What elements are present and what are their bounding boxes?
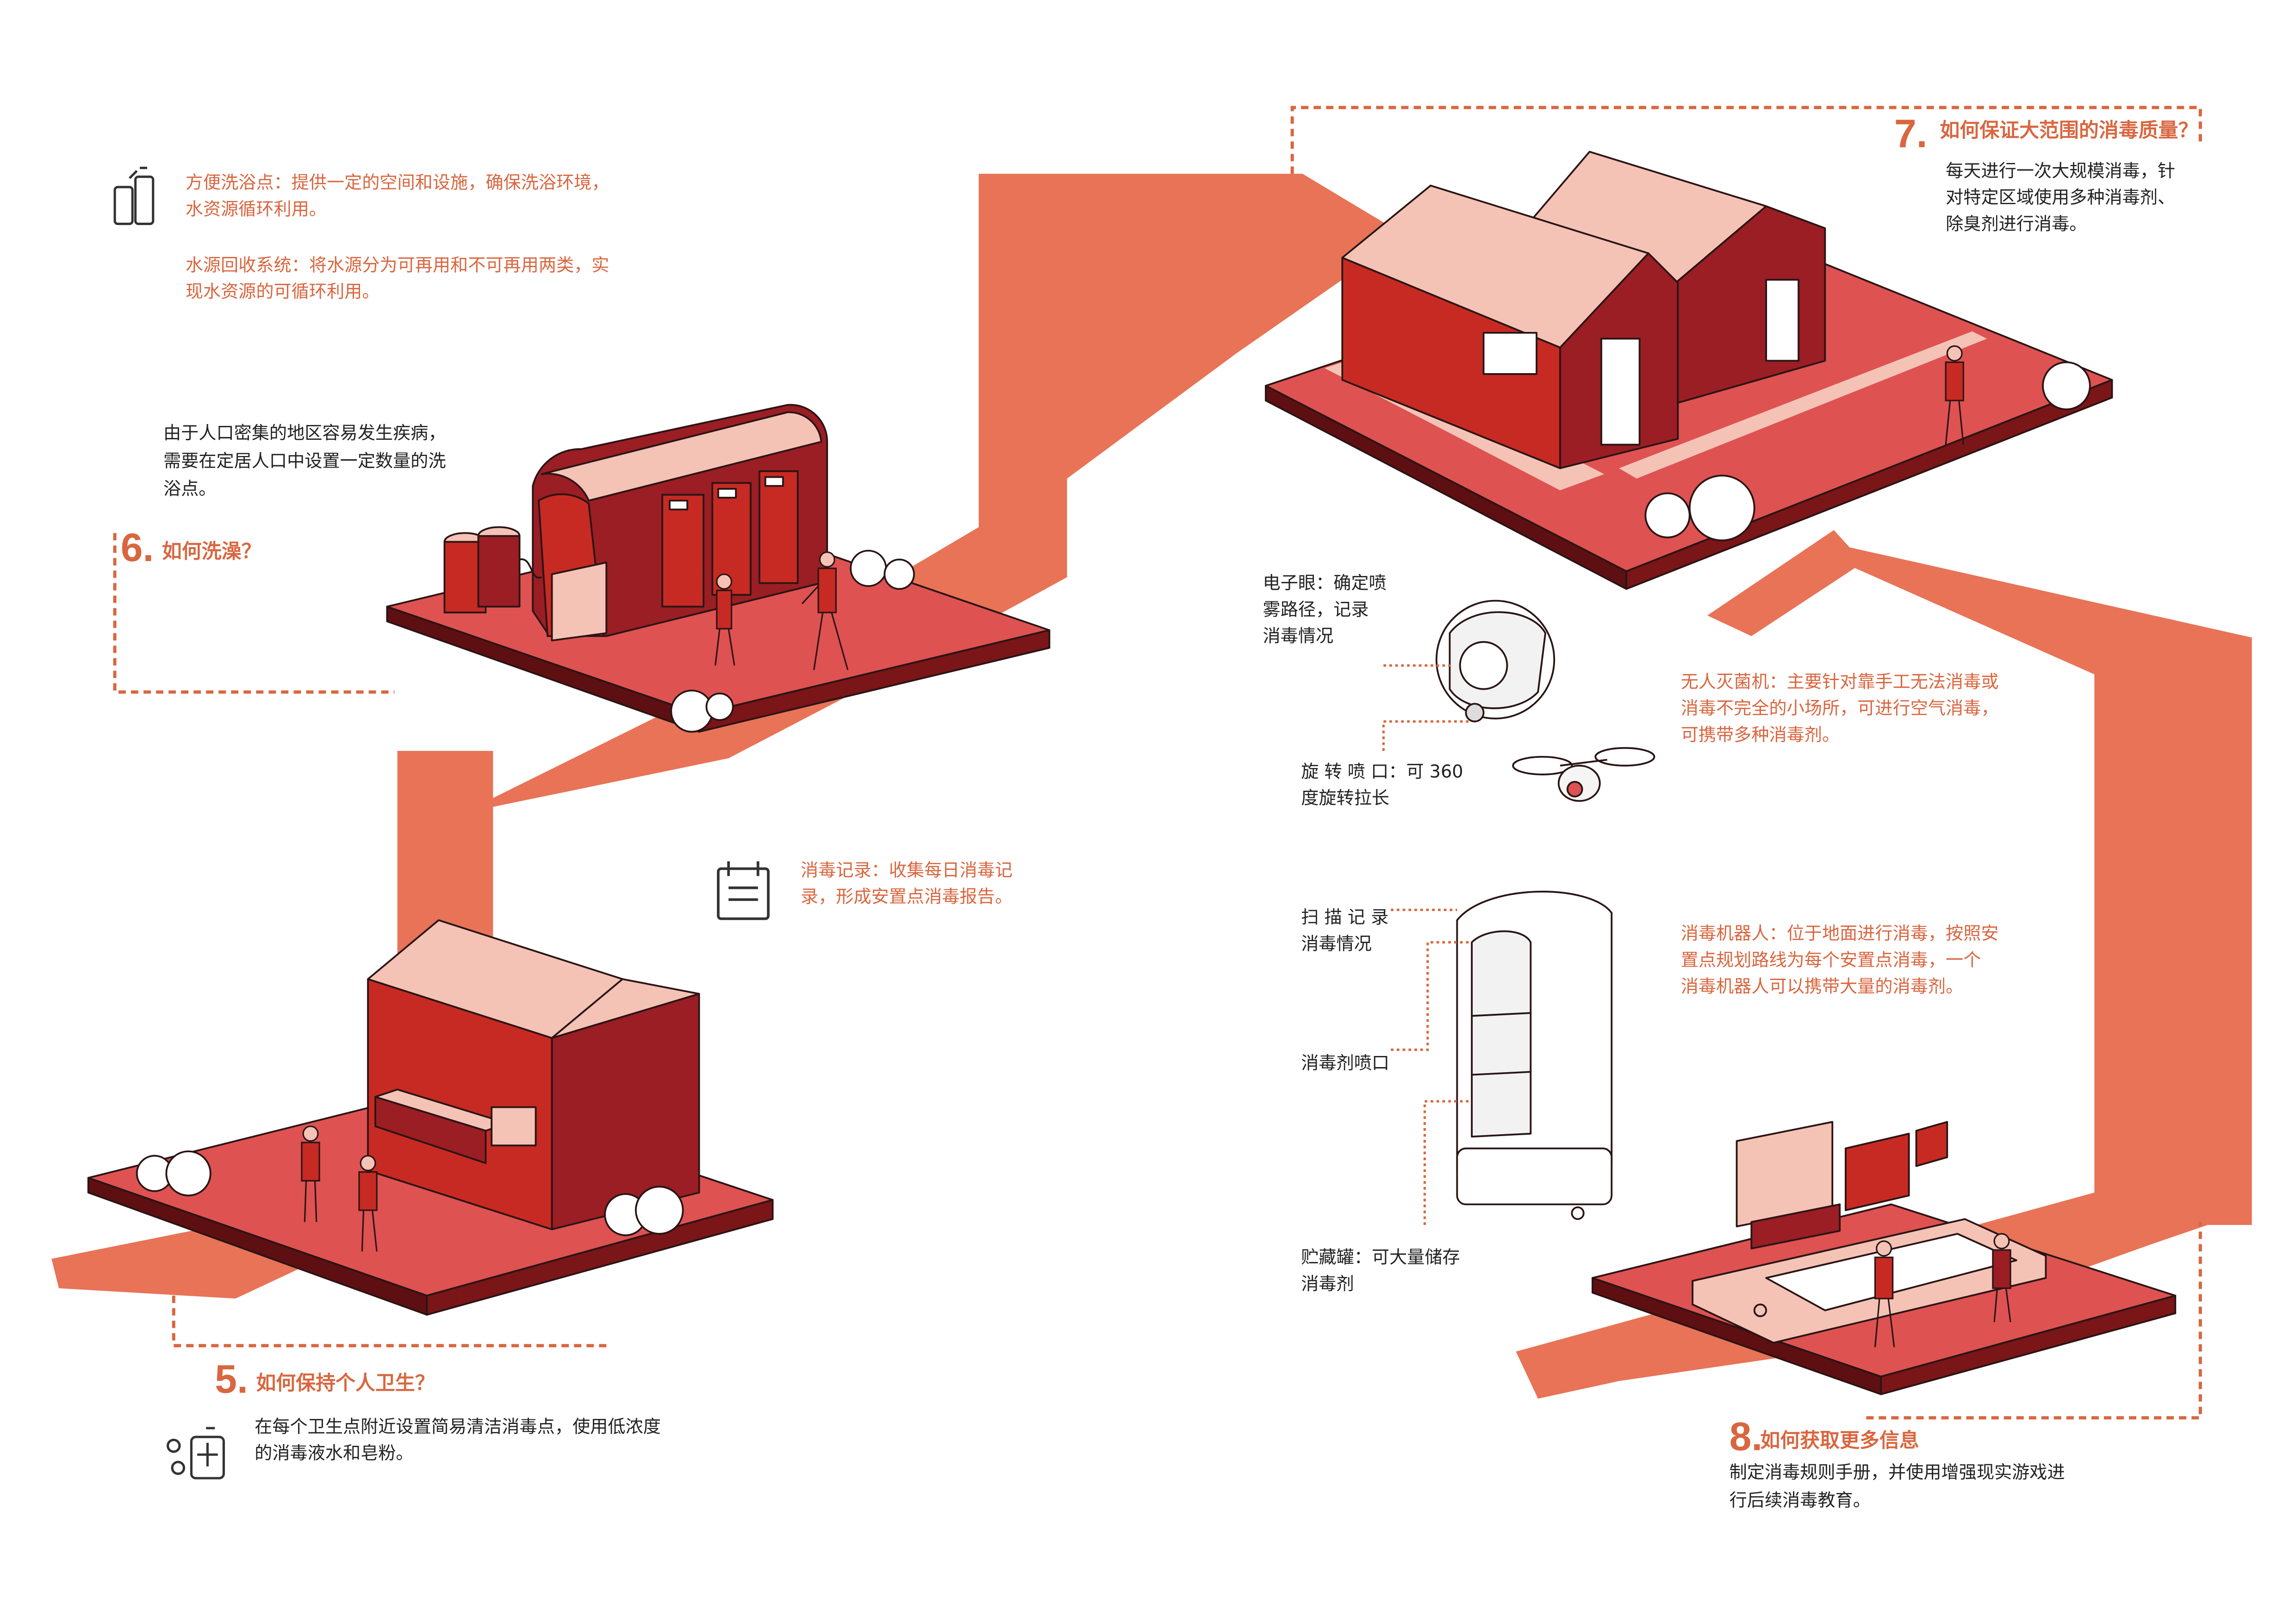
s7-desc-line: 对特定区域使用多种消毒剂、 (1946, 187, 2175, 207)
s7-desc-line: 每天进行一次大规模消毒，针 (1946, 161, 2175, 181)
section-5: 5. 如何保持个人卫生？ 在每个卫生点附近设置简易清洁消毒点，使用低浓度 的消毒… (215, 1357, 660, 1463)
s6-title: 如何洗澡？ (162, 540, 261, 563)
bath-station-scene (386, 404, 1051, 733)
water-recycle-note: 水源回收系统：将水源分为可再用和不可再用两类，实 (186, 255, 610, 275)
bath-icon (113, 167, 155, 225)
drone-desc-line: 消毒不完全的小场所，可进行空气消毒， (1681, 698, 1999, 718)
robot-desc-line: 消毒机器人：位于地面进行消毒，按照安 (1681, 923, 1999, 943)
section-7: 7. 如何保证大范围的消毒质量？ 每天进行一次大规模消毒，针 对特定区域使用多种… (1894, 112, 2198, 234)
s7-desc-line: 除臭剂进行消毒。 (1946, 213, 2087, 234)
scan-label: 扫 描 记 录 (1301, 907, 1388, 927)
water-recycle-note: 现水资源的可循环利用。 (186, 281, 380, 302)
s8-desc-line: 行后续消毒教育。 (1730, 1490, 1871, 1510)
robot-desc-line: 置点规划路线为每个安置点消毒，一个 (1681, 949, 1981, 970)
s6-number: 6. (121, 525, 154, 570)
ar-education-scene (1591, 1121, 2177, 1395)
spray-label: 消毒剂喷口 (1301, 1053, 1389, 1073)
houses-scene (1265, 150, 2113, 590)
s5-number: 5. (215, 1357, 248, 1402)
scan-label: 消毒情况 (1301, 933, 1372, 954)
s5-title: 如何保持个人卫生？ (256, 1372, 435, 1395)
robot-illustration (1391, 891, 1613, 1225)
s8-desc-line: 制定消毒规则手册，并使用增强现实游戏进 (1730, 1462, 2065, 1482)
eye-label: 消毒情况 (1263, 626, 1334, 646)
drone-notes: 电子眼：确定喷 雾路径，记录 消毒情况 旋 转 喷 口：可 360 度旋转拉长 … (1263, 573, 1999, 808)
dashed-frames (113, 106, 2202, 1420)
hand-sanitizer-icon (166, 1427, 225, 1480)
robot-notes: 扫 描 记 录 消毒情况 消毒剂喷口 贮藏罐：可大量储存 消毒剂 消毒机器人：位… (1301, 907, 1998, 1294)
record-desc-line: 消毒记录：收集每日消毒记 (801, 860, 1013, 880)
calendar-icon (717, 861, 770, 920)
eye-label: 雾路径，记录 (1263, 599, 1369, 619)
hygiene-hut-scene (87, 919, 774, 1316)
robot-desc-line: 消毒机器人可以携带大量的消毒剂。 (1681, 976, 1964, 997)
record-note: 消毒记录：收集每日消毒记 录，形成安置点消毒报告。 (801, 860, 1013, 906)
eye-label: 电子眼：确定喷 (1263, 573, 1387, 593)
nozzle-label: 度旋转拉长 (1301, 788, 1389, 808)
s6-intro-line: 浴点。 (163, 479, 216, 499)
s7-title: 如何保证大范围的消毒质量？ (1940, 119, 2198, 142)
tank-label: 消毒剂 (1301, 1274, 1354, 1294)
s6-intro-line: 由于人口密集的地区容易发生疾病， (163, 423, 446, 443)
bath-point-note: 方便洗浴点：提供一定的空间和设施，确保洗浴环境， (186, 172, 610, 193)
section-6: 由于人口密集的地区容易发生疾病， 需要在定居人口中设置一定数量的洗 浴点。 6.… (121, 172, 610, 570)
tank-label: 贮藏罐：可大量储存 (1301, 1247, 1460, 1268)
bath-point-note: 水资源循环利用。 (186, 199, 327, 219)
drone-desc-line: 无人灭菌机：主要针对靠手工无法消毒或 (1681, 671, 1999, 692)
s6-intro-line: 需要在定居人口中设置一定数量的洗 (163, 450, 446, 471)
connecting-path (51, 174, 2252, 1399)
s8-number: 8. (1730, 1415, 1763, 1459)
s8-title: 如何获取更多信息 (1760, 1429, 1919, 1452)
s5-desc-line: 在每个卫生点附近设置简易清洁消毒点，使用低浓度 (255, 1416, 661, 1437)
section-8: 8. 如何获取更多信息 制定消毒规则手册，并使用增强现实游戏进 行后续消毒教育。 (1730, 1415, 2065, 1511)
drone-desc-line: 可携带多种消毒剂。 (1681, 725, 1840, 745)
nozzle-label: 旋 转 喷 口：可 360 (1301, 761, 1463, 781)
drone-illustration (1382, 600, 1655, 802)
s5-desc-line: 的消毒液水和皂粉。 (255, 1443, 413, 1463)
record-desc-line: 录，形成安置点消毒报告。 (801, 887, 1013, 907)
s7-number: 7. (1894, 112, 1928, 156)
